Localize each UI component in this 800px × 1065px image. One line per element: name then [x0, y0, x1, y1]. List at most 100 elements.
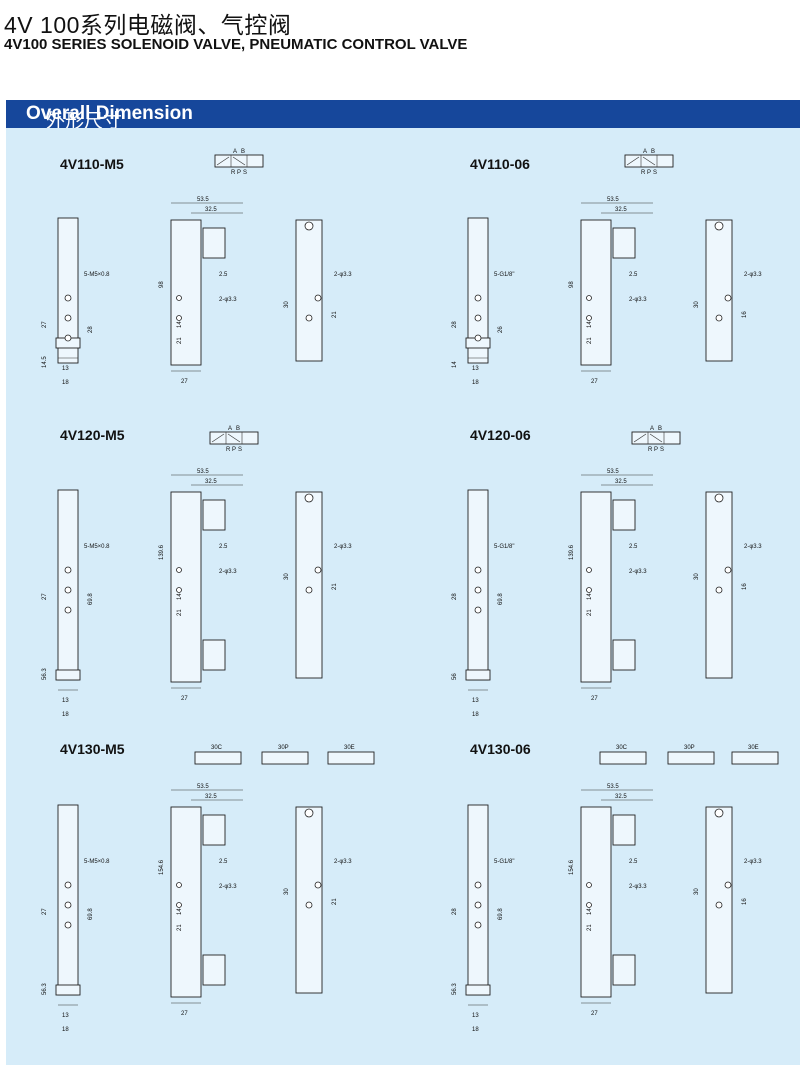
pneumatic-symbol-3pos [667, 751, 715, 765]
dim-small: 2.5 [219, 272, 228, 278]
dim-bottom: 14.5 [42, 356, 48, 368]
dim-small: 30 [694, 573, 700, 580]
dim-top: 53.5 [197, 784, 209, 790]
model-label-4v130-06: 4V130-06 [470, 741, 531, 757]
dim-mid: 32.5 [615, 794, 627, 800]
pneumatic-symbol-3pos [731, 751, 779, 765]
dim-base: 27 [181, 379, 188, 385]
side-view-body [467, 489, 489, 681]
dim-base: 27 [591, 1011, 598, 1017]
symbol-label-a: A [228, 426, 232, 432]
coil-connector [202, 227, 226, 259]
hole-spec: 2-φ3.3 [334, 859, 352, 865]
front-view-body [580, 491, 612, 683]
drawing-panel: 5-M5×0.8 27 28 14.5 13 18 53.5 32.5 98 2.5 2-φ3.3 1… [6, 128, 800, 1065]
symbol-position-label: 30P [278, 745, 289, 751]
symbol-label-b: B [658, 426, 662, 432]
hole-spec: 2-φ3.3 [744, 544, 762, 550]
manual-override [714, 493, 724, 503]
symbol-label-p: P [237, 170, 241, 176]
flow-arrow [633, 433, 647, 443]
dim-small: 16 [742, 583, 748, 590]
dim-small: 2.5 [629, 544, 638, 550]
symbol-label-r: R [641, 170, 646, 176]
hole-spec: 2-φ3.3 [744, 859, 762, 865]
side-view-body [57, 217, 79, 364]
port-hole [586, 902, 592, 908]
dim-width: 13 [62, 366, 69, 372]
side-view-body [467, 217, 489, 364]
port-spec: 5-M5×0.8 [84, 859, 110, 865]
dim-small: 30 [284, 573, 290, 580]
dim-small: 21 [587, 609, 593, 616]
hole-spec: 2-φ3.3 [629, 569, 647, 575]
hole-spec: 2-φ3.3 [334, 544, 352, 550]
end-view-body [705, 491, 733, 679]
dim-small: 21 [332, 311, 338, 318]
hole-spec: 2-φ3.3 [219, 297, 237, 303]
dim-bottom: 56.3 [452, 983, 458, 995]
dim-height: 154.6 [569, 859, 575, 875]
dim-bottom: 14 [452, 361, 458, 368]
symbol-position-label: 30P [684, 745, 695, 751]
port-hole [474, 314, 482, 322]
flow-arrow [642, 156, 656, 166]
port-spec: 5-M5×0.8 [84, 272, 110, 278]
side-view-body [467, 804, 489, 996]
model-label-4v130-m5: 4V130-M5 [60, 741, 125, 757]
dim-small: 14 [587, 321, 593, 328]
symbol-label-a: A [233, 149, 237, 155]
dim-height: 139.6 [159, 544, 165, 560]
dim-small: 21 [587, 337, 593, 344]
title-chinese: 4V 100系列电磁阀、气控阀 [4, 12, 292, 38]
dim-small: 14 [587, 908, 593, 915]
dim-small: 2.5 [629, 859, 638, 865]
dim-small: 21 [177, 609, 183, 616]
dim-small: 2.5 [629, 272, 638, 278]
dim-small: 16 [742, 311, 748, 318]
dim-side: 69.8 [88, 908, 94, 920]
port-hole [64, 606, 72, 614]
symbol-position-label: 30C [211, 745, 223, 751]
port-hole [64, 586, 72, 594]
manual-override [304, 808, 314, 818]
port-hole [586, 567, 592, 573]
dim-side: 69.8 [498, 908, 504, 920]
dim-side: 27 [42, 321, 48, 328]
port-hole [474, 901, 482, 909]
dim-small: 21 [587, 924, 593, 931]
dim-small: 21 [332, 583, 338, 590]
symbol-label-s: S [660, 447, 664, 453]
dim-side: 69.8 [88, 593, 94, 605]
port-hole [64, 314, 72, 322]
dim-small: 2.5 [219, 859, 228, 865]
dim-height: 139.6 [569, 544, 575, 560]
dim-width: 13 [472, 698, 479, 704]
coil-connector [202, 814, 226, 846]
manual-override [304, 221, 314, 231]
coil-connector [202, 639, 226, 671]
dim-width: 18 [62, 712, 69, 718]
manual-override [304, 493, 314, 503]
hole-spec: 2-φ3.3 [629, 297, 647, 303]
dim-small: 30 [284, 301, 290, 308]
symbol-label-b: B [651, 149, 655, 155]
port-hole [176, 902, 182, 908]
coil-connector [612, 639, 636, 671]
symbol-label-b: B [236, 426, 240, 432]
manual-override [714, 221, 724, 231]
port-hole [715, 586, 723, 594]
dim-side: 28 [452, 593, 458, 600]
section-title-cn: 外形尺寸 [46, 111, 123, 132]
flow-arrow [227, 433, 241, 443]
front-view-body [170, 219, 202, 366]
section-banner: 外形尺寸 Overall Dimension [6, 100, 800, 132]
flow-arrow [216, 156, 230, 166]
dim-height: 98 [159, 281, 165, 288]
side-view-base [55, 984, 81, 996]
dim-bottom: 56.3 [42, 668, 48, 680]
dim-side: 26 [498, 326, 504, 333]
dim-top: 53.5 [607, 469, 619, 475]
manual-override [714, 808, 724, 818]
port-hole [715, 901, 723, 909]
